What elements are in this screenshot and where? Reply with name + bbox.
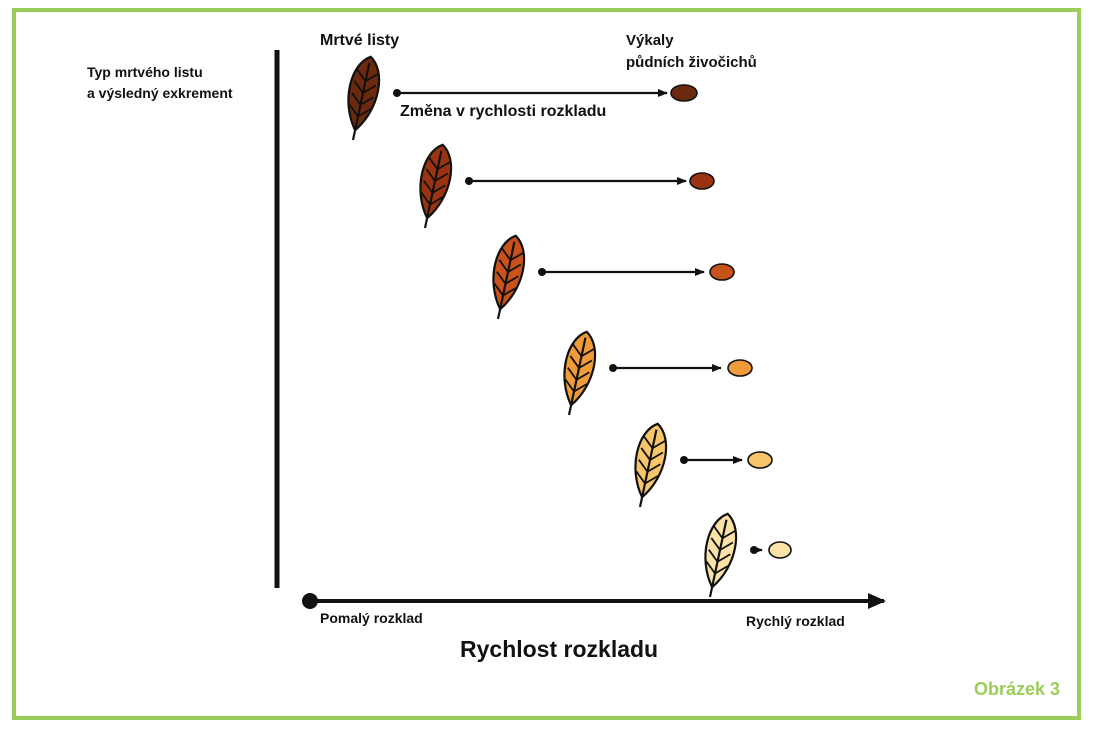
leaf-row-5 [634, 422, 773, 508]
dead-leaf-icon [347, 55, 381, 141]
feces-pellet [768, 541, 792, 559]
leaf-vein [567, 367, 590, 381]
leaf-vein [420, 191, 444, 206]
leaf-vein [640, 447, 664, 461]
leaf-vein [643, 435, 666, 450]
leaf-midrib [496, 241, 516, 320]
feces-pellet [689, 172, 715, 190]
leaf-vein [710, 537, 734, 551]
leaf-vein [428, 156, 451, 171]
leaf-vein [635, 470, 659, 485]
leaf-vein [356, 68, 379, 83]
leaf-vein [564, 378, 588, 393]
leaf-vein [498, 259, 522, 273]
y-axis-label: Typ mrtvého listu a výsledný exkrement [87, 62, 233, 104]
change-label: Změna v rychlosti rozkladu [400, 103, 609, 121]
leaf-vein [501, 247, 524, 262]
leaf-vein [708, 549, 731, 563]
slow-decomposition-label: Pomalý rozklad [320, 610, 423, 626]
leaf-row-6 [704, 512, 792, 598]
fast-decomposition-label: Rychlý rozklad [746, 613, 845, 629]
dead-leaf-icon [563, 330, 597, 416]
leaf-vein [348, 103, 372, 118]
leaf-midrib [708, 519, 728, 598]
figure-label: Obrázek 3 [974, 679, 1061, 699]
leaf-vein [353, 80, 377, 94]
feces-pellet [747, 451, 773, 469]
leaf-vein [569, 355, 593, 369]
leaf-vein [496, 271, 519, 285]
leaf-vein [493, 282, 517, 297]
leaf-vein [423, 180, 446, 194]
leaf-midrib [423, 150, 443, 229]
figure-frame [12, 8, 1081, 720]
leaf-row-4 [563, 330, 753, 416]
feces-heading-line-2: půdních živočichů [626, 54, 757, 71]
leaf-row-1 [347, 55, 698, 141]
leaf-vein [351, 92, 374, 106]
feces-pellet [709, 263, 735, 281]
y-axis-label-line-2: a výsledný exkrement [87, 85, 233, 101]
leaf-vein [713, 525, 736, 540]
dead-leaves-heading: Mrtvé listy [320, 32, 400, 49]
dead-leaf-icon [419, 143, 453, 229]
leaf-midrib [638, 429, 658, 508]
feces-pellet [670, 84, 698, 102]
leaf-vein [638, 459, 661, 473]
leaf-vein [425, 168, 449, 182]
x-axis-title: Rychlost rozkladu [460, 636, 659, 662]
leaf-row-2 [419, 143, 715, 229]
dead-leaf-icon [492, 234, 526, 320]
leaf-vein [705, 560, 729, 575]
leaf-midrib [567, 337, 587, 416]
y-axis-label-line-1: Typ mrtvého listu [87, 64, 203, 80]
feces-pellet [727, 359, 753, 377]
leaf-midrib [351, 62, 371, 141]
dead-leaf-icon [704, 512, 738, 598]
feces-heading-line-1: Výkaly [626, 32, 674, 49]
leaf-vein [572, 343, 595, 358]
dead-leaf-icon [634, 422, 668, 508]
feces-heading: Výkaly půdních živočichů [626, 30, 757, 74]
leaf-row-3 [492, 234, 735, 320]
